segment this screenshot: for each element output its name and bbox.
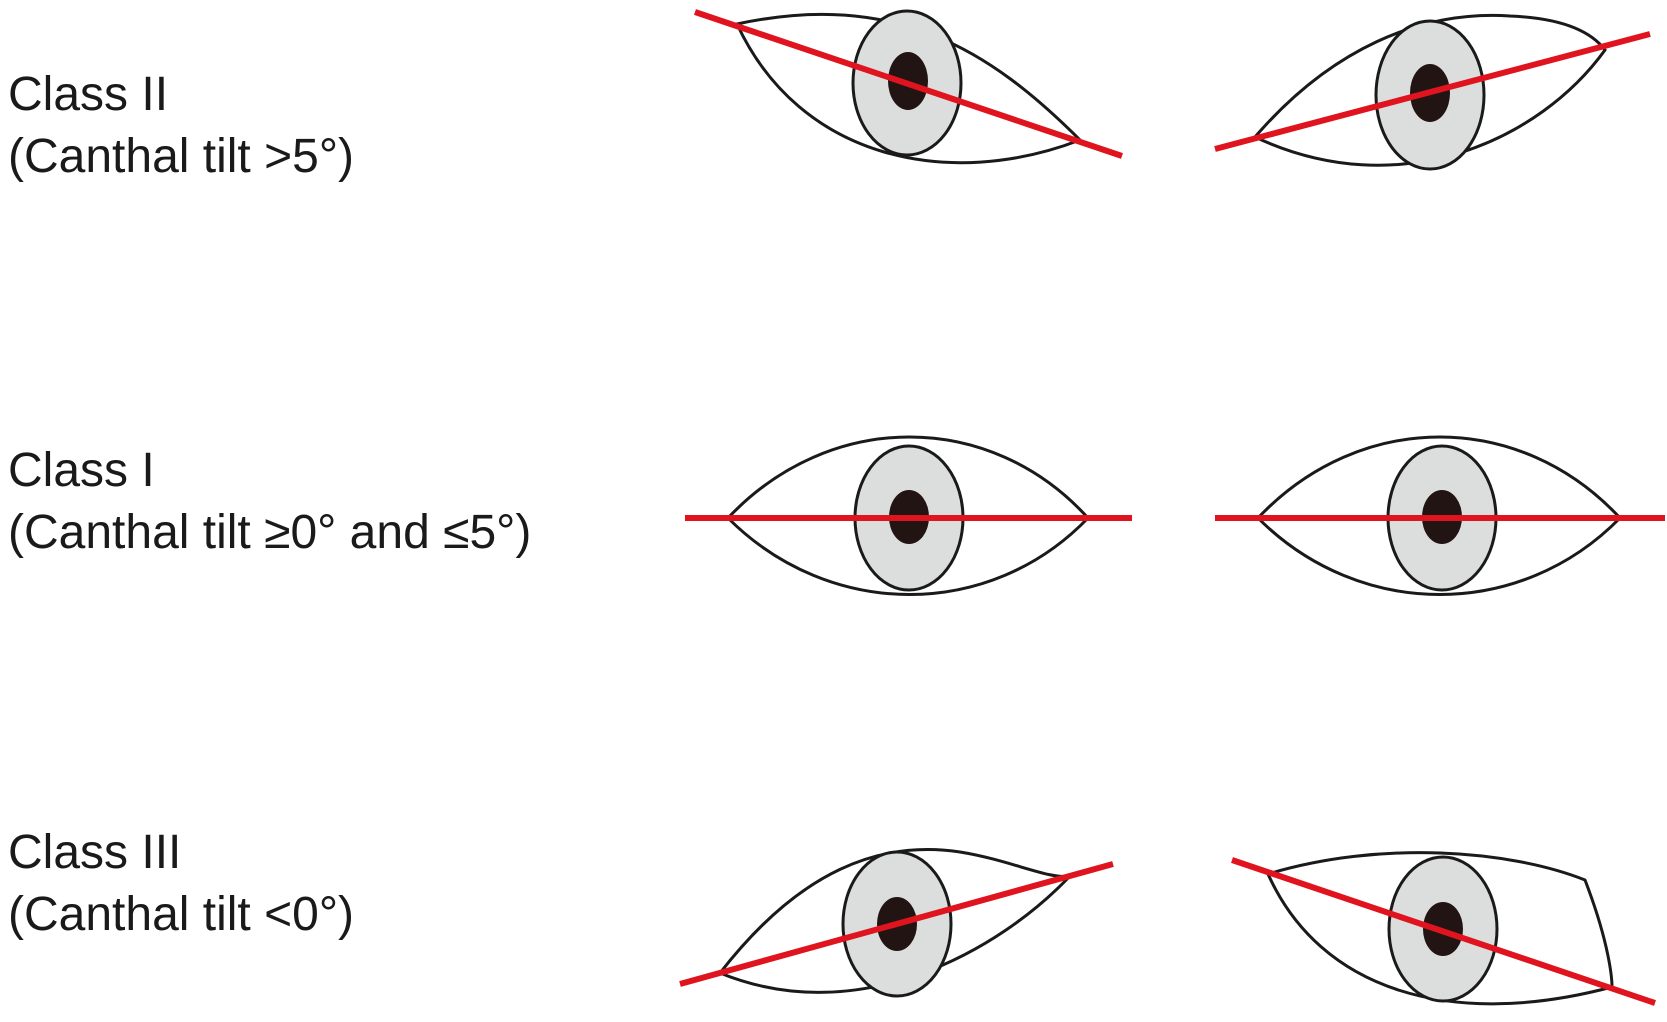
tilt-label: (Canthal tilt >5°) [8,130,355,183]
eye-class-ii-left [694,9,1123,165]
eye-class-ii-right [1214,13,1651,171]
row-label-class-ii: Class II (Canthal tilt >5°) [8,64,354,188]
row-label-class-iii: Class III (Canthal tilt <0°) [8,822,354,946]
eye-class-i-right [1215,435,1665,596]
canthal-line [694,9,1123,159]
canthal-line [1231,857,1656,1006]
canthal-line [679,861,1114,987]
class-label: Class II [8,68,169,121]
tilt-label: (Canthal tilt <0°) [8,888,355,941]
eye-class-iii-left [679,848,1114,998]
class-label: Class III [8,826,182,879]
eye-class-i-left [685,435,1132,596]
class-label: Class I [8,444,155,497]
row-label-class-i: Class I (Canthal tilt ≥0° and ≤5°) [8,440,531,564]
canthal-line [1214,31,1651,152]
eye-class-iii-right [1231,851,1656,1006]
tilt-label: (Canthal tilt ≥0° and ≤5°) [8,506,532,559]
